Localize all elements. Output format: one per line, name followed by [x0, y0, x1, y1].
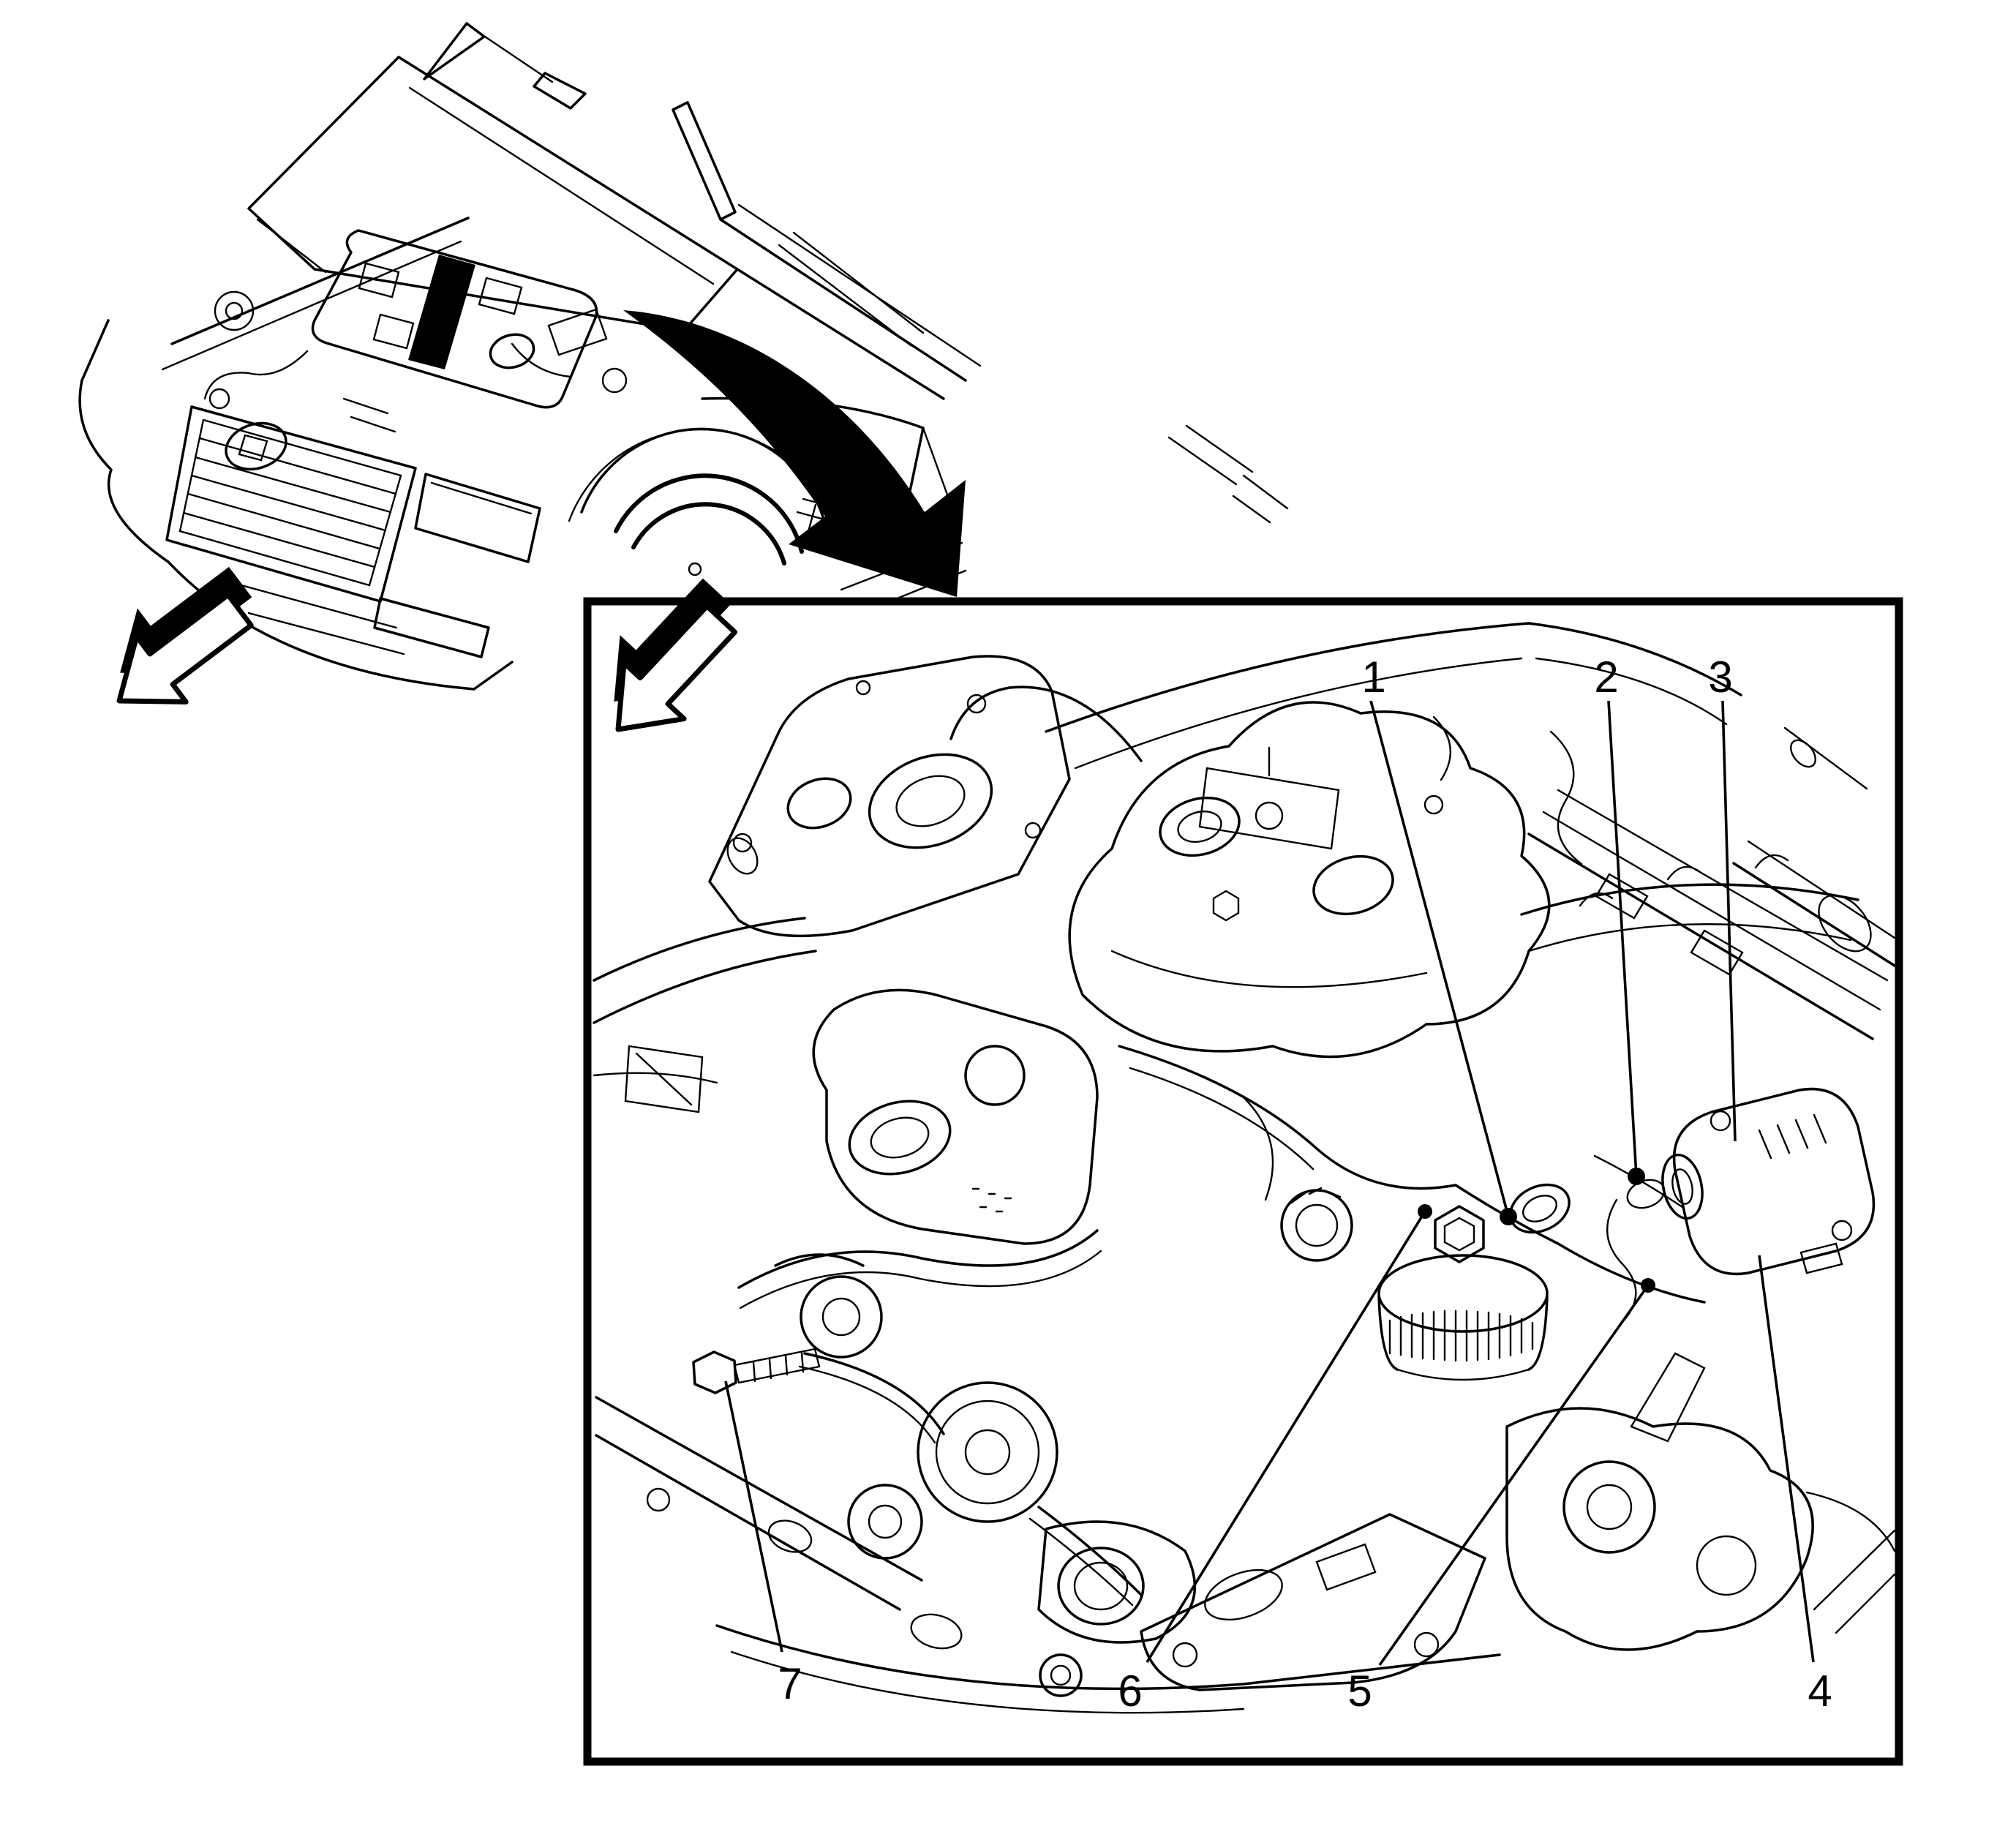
ac-compressor — [1037, 1520, 1197, 1644]
strut-tower — [708, 655, 1071, 938]
engine-cover — [311, 229, 598, 409]
detail-sweep-arrow-icon — [623, 310, 966, 597]
callout-7: 7 — [724, 1380, 802, 1708]
callout-7-label: 7 — [778, 1659, 802, 1708]
callout-3-label: 3 — [1708, 653, 1732, 702]
callout-3: 3 — [1708, 653, 1737, 1142]
throttle-body — [812, 988, 1099, 1245]
callout-6-label: 6 — [1118, 1667, 1142, 1716]
front-grille — [165, 405, 417, 603]
frame-rail-left — [593, 837, 817, 1113]
callouts: 1 2 3 4 5 6 — [724, 653, 1832, 1716]
callout-2-label: 2 — [1594, 653, 1618, 702]
bolt-fastener — [692, 1348, 821, 1394]
vehicle-overview-illustration — [78, 22, 1289, 734]
callout-4: 4 — [1758, 1255, 1832, 1716]
power-steering-reservoir — [1377, 1205, 1549, 1381]
callout-5: 5 — [1347, 1278, 1655, 1716]
detail-box-border — [583, 597, 1903, 1766]
exhaust-manifold — [949, 685, 1551, 1059]
engine-bay-misc — [161, 217, 628, 433]
windshield-cowl — [672, 101, 982, 400]
subframe — [595, 1396, 1501, 1714]
frame-rail-right — [1732, 840, 1896, 967]
engine-detail-view: 1 2 3 4 5 6 — [572, 563, 1903, 1766]
oil-fill-cap — [1280, 1187, 1353, 1262]
callout-6: 6 — [1118, 1204, 1432, 1716]
cowl-panel-lines — [1045, 622, 1868, 850]
body-side-lines — [1167, 424, 1289, 524]
callout-4-label: 4 — [1808, 1667, 1832, 1716]
engine-mount-bracket — [1140, 1513, 1486, 1691]
open-hood — [247, 22, 739, 332]
callout-2: 2 — [1594, 653, 1645, 1185]
callout-1: 1 — [1361, 653, 1517, 1225]
transmission-area — [1505, 1352, 1896, 1651]
view-direction-arrow-icon — [81, 549, 278, 734]
callout-1-label: 1 — [1361, 653, 1385, 702]
callout-5-label: 5 — [1347, 1667, 1372, 1716]
headlamp — [414, 473, 541, 563]
alternator — [1661, 1087, 1876, 1276]
